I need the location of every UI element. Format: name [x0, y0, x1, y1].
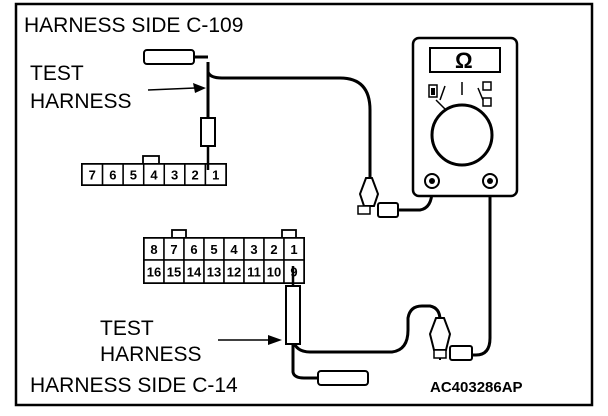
figure-code: AC403286AP: [430, 379, 523, 396]
c109-pin-3: 3: [171, 168, 178, 183]
c14-pin-13: 13: [207, 265, 221, 280]
c14-pin-11: 11: [247, 265, 261, 280]
c14-pin-2: 2: [270, 242, 277, 257]
c14-pin-16: 16: [147, 265, 161, 280]
c14-pin-4: 4: [230, 242, 238, 257]
c109-pin-7: 7: [89, 168, 96, 183]
c14-pin-15: 15: [167, 265, 181, 280]
c109-pin-1-cell: [204, 163, 227, 186]
arrow-top: [147, 83, 206, 93]
probe-bottom-lead: [317, 370, 369, 386]
connector-c14: 87654321161514131211109: [143, 229, 305, 284]
clip-top: [357, 177, 399, 218]
title-harness-side-c14: HARNESS SIDE C-14: [30, 374, 238, 397]
c14-pin-14: 14: [187, 265, 202, 280]
c14-pin-6: 6: [190, 242, 197, 257]
c14-pin-10: 10: [267, 265, 281, 280]
title-harness-side-c109: HARNESS SIDE C-109: [24, 14, 243, 37]
c14-pin-5: 5: [210, 242, 217, 257]
c14-pin-8: 8: [150, 242, 157, 257]
clip-bottom: [428, 317, 473, 361]
range-switch-right-top: [482, 81, 492, 91]
c109-pin-2: 2: [192, 168, 199, 183]
probe-top-pin: [200, 117, 216, 170]
probe-bottom-pin: [285, 266, 301, 345]
selector-dial: [430, 103, 494, 167]
meter-display: [429, 47, 501, 73]
c14-pin-3: 3: [250, 242, 257, 257]
test-harness-top-line1: TEST: [30, 62, 84, 85]
c109-pin-5: 5: [130, 168, 137, 183]
c109-pin-6: 6: [109, 168, 116, 183]
c109-pin-1: 1: [212, 168, 219, 183]
multimeter: Ω: [411, 36, 519, 198]
c109-pin-4: 4: [150, 168, 158, 183]
c14-pin-1: 1: [290, 242, 297, 257]
c14-pin-7: 7: [170, 242, 177, 257]
c14-pin-12: 12: [227, 265, 241, 280]
range-switch-right-bottom: [482, 97, 492, 107]
ohm-symbol: Ω: [455, 48, 473, 73]
test-wires: [206, 62, 492, 380]
frame-border: [14, 2, 594, 407]
test-harness-top-line2: HARNESS: [30, 90, 132, 113]
test-harness-bottom-line2: HARNESS: [100, 343, 202, 366]
test-harness-bottom-line1: TEST: [100, 317, 154, 340]
arrow-bottom: [218, 335, 282, 345]
probe-top-lead: [143, 49, 208, 65]
